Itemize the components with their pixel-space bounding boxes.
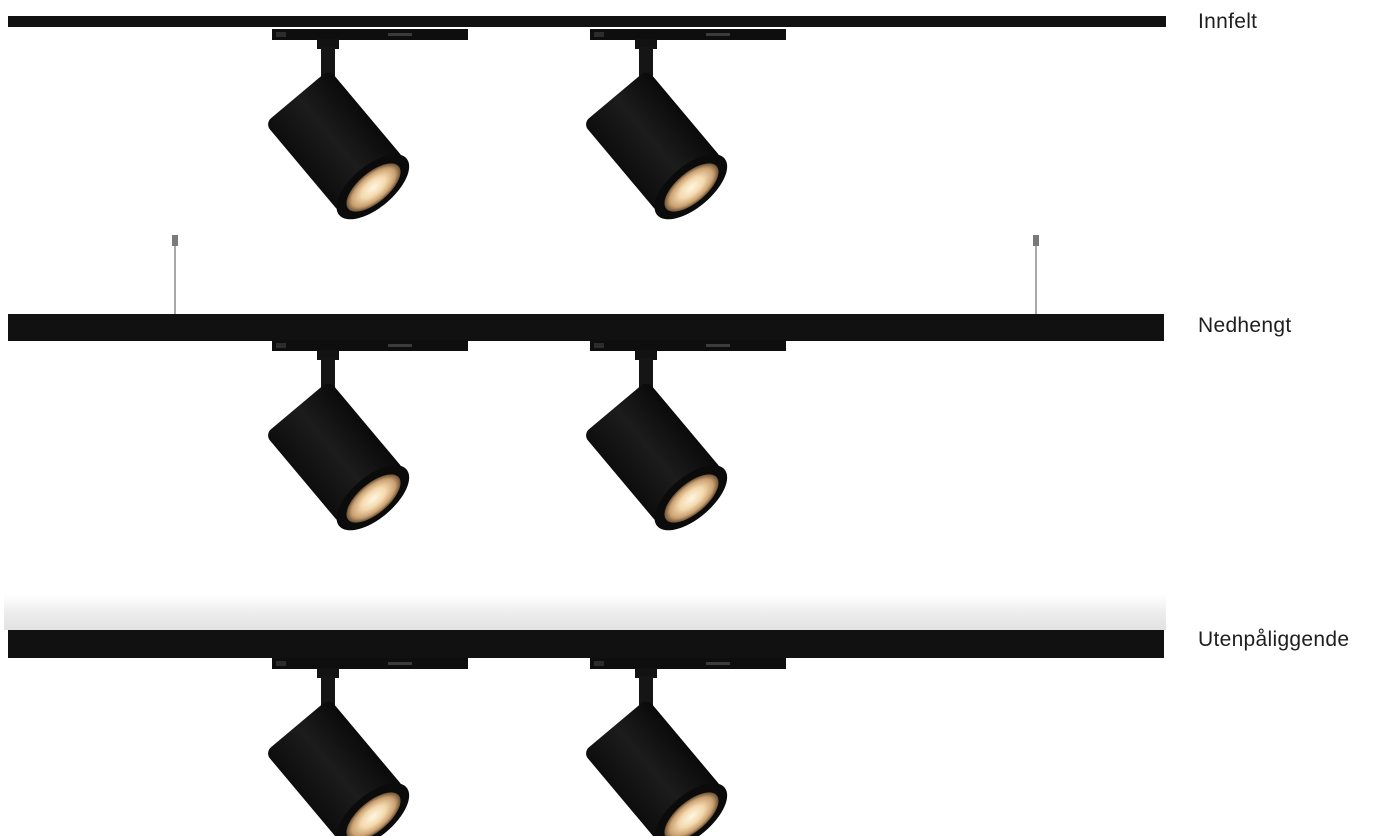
track-adapter — [272, 658, 468, 678]
track-adapter — [590, 29, 786, 49]
track-rail — [8, 630, 1164, 658]
spotlight-body — [586, 72, 728, 220]
mounting-label-suspended: Nedhengt — [1198, 314, 1292, 337]
light-lens — [664, 792, 719, 836]
spotlight-body — [268, 72, 410, 220]
section-surface: Utenpåliggende — [0, 580, 1386, 836]
suspension-wire-left — [172, 235, 178, 314]
ceiling-surface — [4, 594, 1166, 630]
recessed-track-illustration — [8, 16, 1166, 220]
spotlight-fixture — [268, 29, 468, 220]
track-rail — [8, 314, 1164, 341]
spotlight-fixture — [586, 340, 786, 531]
track-adapter — [272, 340, 468, 360]
light-lens — [664, 163, 719, 212]
track-adapter — [272, 29, 468, 49]
spotlight-fixture — [586, 29, 786, 220]
section-recessed: Innfelt — [0, 0, 1386, 240]
spotlight-fixture — [268, 658, 468, 836]
suspended-track-illustration — [8, 235, 1164, 531]
spotlight-fixture — [268, 340, 468, 531]
spotlight-fixture — [586, 658, 786, 836]
mounting-label-surface: Utenpåliggende — [1198, 628, 1350, 651]
light-lens — [346, 163, 401, 212]
suspension-wire-right — [1033, 235, 1039, 314]
section-suspended: Nedhengt — [0, 230, 1386, 550]
light-lens — [346, 474, 401, 523]
light-lens — [664, 474, 719, 523]
light-lens — [346, 792, 401, 836]
track-adapter — [590, 340, 786, 360]
mounting-label-recessed: Innfelt — [1198, 10, 1258, 33]
surface-track-illustration — [4, 594, 1166, 836]
spotlight-body — [268, 701, 410, 836]
spotlight-body — [586, 701, 728, 836]
track-adapter — [590, 658, 786, 678]
track-rail — [8, 16, 1166, 27]
spotlight-body — [586, 383, 728, 531]
spotlight-body — [268, 383, 410, 531]
